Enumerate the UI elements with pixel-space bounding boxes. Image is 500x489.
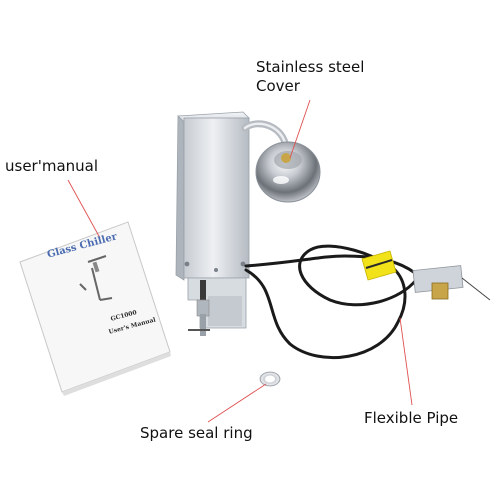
callout-flexible-pipe: Flexible Pipe bbox=[364, 409, 459, 427]
flexible-pipe bbox=[244, 244, 418, 359]
leader-line-pipe bbox=[399, 317, 413, 406]
leader-line-cover bbox=[289, 99, 311, 159]
user-manual bbox=[19, 221, 171, 396]
chiller-housing bbox=[175, 111, 250, 336]
leader-line-seal bbox=[207, 383, 267, 423]
callout-spare-seal-ring: Spare seal ring bbox=[140, 424, 253, 442]
callout-cover-line-2: Cover bbox=[256, 77, 300, 95]
stainless-steel-cover bbox=[241, 120, 321, 203]
spare-seal-ring bbox=[259, 371, 281, 387]
callout-user-manual: user'manual bbox=[5, 157, 99, 175]
callout-stainless-steel-cover: Stainless steel Cover bbox=[256, 58, 364, 96]
callout-cover-line-1: Stainless steel bbox=[256, 58, 365, 76]
leader-line-manual bbox=[67, 179, 101, 239]
pipe-connector bbox=[412, 265, 491, 301]
cable-tag bbox=[361, 250, 397, 281]
